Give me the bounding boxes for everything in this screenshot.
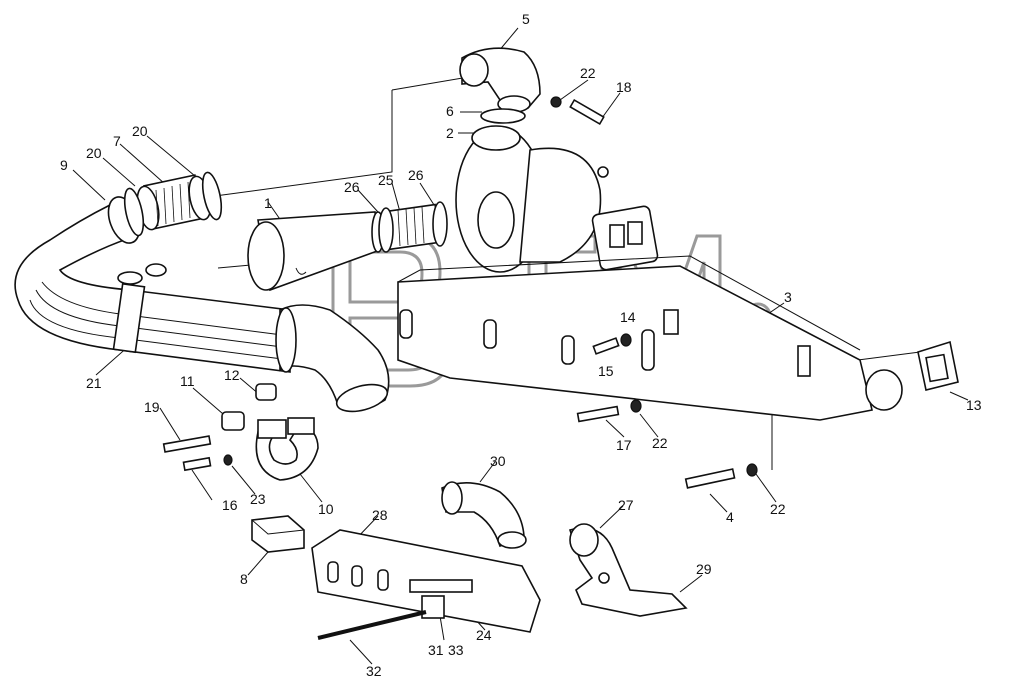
exhaust-manifold — [397, 255, 903, 421]
bracket — [251, 515, 305, 553]
turbocharger — [455, 125, 659, 273]
washer-15 — [620, 333, 632, 347]
callout-12: 12 — [224, 367, 240, 383]
sleeves — [221, 383, 277, 431]
flange-elbow — [568, 523, 688, 617]
callout-23: 23 — [250, 491, 266, 507]
washer-22-mid — [630, 399, 642, 413]
elbow-30 — [441, 481, 527, 549]
gasket — [917, 340, 959, 391]
callout-4: 4 — [726, 509, 734, 525]
lower-manifold — [311, 529, 541, 633]
callout-21: 21 — [86, 375, 102, 391]
callout-7: 7 — [113, 133, 121, 149]
callout-15: 15 — [598, 363, 614, 379]
callout-29: 29 — [696, 561, 712, 577]
charge-air-pipe — [14, 196, 291, 373]
callout-3: 3 — [784, 289, 792, 305]
o-ring — [480, 108, 526, 124]
callout-22-low: 22 — [770, 501, 786, 517]
conical-adapter — [247, 211, 385, 292]
callout-22-top: 22 — [580, 65, 596, 81]
bolt-top — [550, 96, 605, 126]
callout-11: 11 — [180, 373, 195, 389]
callout-10: 10 — [318, 501, 334, 517]
callout-9: 9 — [60, 157, 68, 173]
rod — [317, 610, 427, 640]
callout-19: 19 — [144, 399, 160, 415]
callout-27: 27 — [618, 497, 634, 513]
callout-16: 16 — [222, 497, 238, 513]
callout-26-right: 26 — [408, 167, 424, 183]
elbow-pipe — [275, 304, 390, 413]
callout-labels: 1 2 3 4 5 6 7 8 9 10 11 12 13 14 15 16 1… — [60, 11, 982, 679]
callout-5: 5 — [522, 11, 530, 27]
washer-23 — [223, 454, 233, 466]
short-hose-with-clamps — [378, 201, 448, 253]
callout-18: 18 — [616, 79, 632, 95]
callout-14: 14 — [620, 309, 636, 325]
callout-13: 13 — [966, 397, 982, 413]
stud-14 — [592, 337, 620, 355]
callout-32: 32 — [366, 663, 382, 679]
bolt-16 — [182, 456, 212, 472]
callout-30: 30 — [490, 453, 506, 469]
clamp-10 — [255, 417, 319, 481]
bolt-19 — [162, 435, 212, 453]
callout-8: 8 — [240, 571, 248, 587]
bolt-17 — [576, 405, 620, 423]
callout-6: 6 — [446, 103, 454, 119]
washer-22-low — [746, 463, 758, 477]
callout-20-upper: 20 — [132, 123, 148, 139]
callout-25: 25 — [378, 172, 394, 188]
callout-2: 2 — [446, 125, 454, 141]
bolt-4 — [684, 468, 736, 489]
callout-24: 24 — [476, 627, 492, 643]
callout-1: 1 — [264, 195, 272, 211]
callout-26-left: 26 — [344, 179, 360, 195]
callout-17: 17 — [616, 437, 632, 453]
callout-31: 31 — [428, 642, 444, 658]
callout-28: 28 — [372, 507, 388, 523]
callout-22-mid: 22 — [652, 435, 668, 451]
hose-with-clamps — [123, 171, 223, 237]
callout-33: 33 — [448, 642, 464, 658]
callout-20-lower: 20 — [86, 145, 102, 161]
inlet-elbow — [459, 47, 541, 113]
